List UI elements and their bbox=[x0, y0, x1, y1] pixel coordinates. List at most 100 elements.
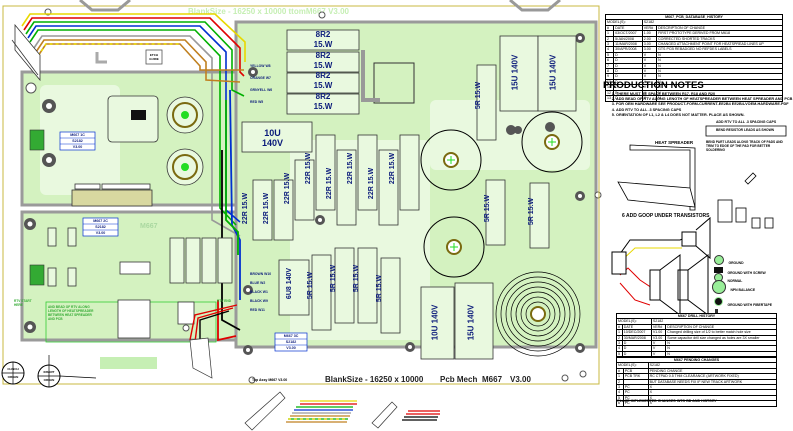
wire-label: ORANGE W7 bbox=[250, 76, 271, 80]
resistor-5r-1: 5R 15.W bbox=[307, 271, 315, 300]
info-line: V3.00 bbox=[72, 145, 83, 149]
resistor-5r-5: 5R 15.W bbox=[475, 81, 483, 110]
wire-labels-lower: BROWN W10 BLUE W2 BLACK W1 BLACK W9 RED … bbox=[250, 270, 271, 315]
table-cell: 12 bbox=[604, 89, 615, 97]
pcb-history-title: M667_PCB_DATABASE_HISTORY bbox=[605, 13, 783, 21]
production-note: ADD RTV TO ALL .3 SPACING CAPS bbox=[616, 108, 793, 113]
tube-sockets bbox=[107, 95, 204, 186]
capacitors-bottom bbox=[420, 282, 494, 360]
relay-outline bbox=[373, 62, 415, 104]
top-slot-left bbox=[79, 0, 131, 12]
resistor-8r2-group bbox=[286, 29, 360, 115]
production-notes-list: THERE MUST BE SPACE BETWEEN R17, R18 AND… bbox=[603, 92, 793, 118]
version: V3.00 bbox=[510, 375, 531, 384]
rtv-end: RTV END bbox=[217, 299, 232, 303]
svg-text:CLINCH: CLINCH bbox=[7, 367, 18, 371]
resistor-22r-5: 22R 15.W bbox=[326, 167, 334, 200]
svg-text:INSERT: INSERT bbox=[43, 370, 54, 374]
table-cell: GTS PCB REBADGED NO REFDES LABELS bbox=[656, 46, 783, 53]
l-marker bbox=[95, 52, 107, 64]
info-block-3 bbox=[274, 332, 308, 352]
capacitor-15u-2: 15U 140V bbox=[548, 54, 558, 91]
rtv-note-2: LENGTH OF HEATSPREADER bbox=[48, 309, 94, 313]
info-block-3-text: M667 3C S2182 V3.00 bbox=[275, 333, 307, 351]
pin-header bbox=[71, 183, 153, 207]
capacitor-6u8-label: 6U8 140V bbox=[286, 267, 294, 300]
table-cell: 1.00 bbox=[641, 30, 658, 37]
transistor-tab-2 bbox=[177, 301, 195, 325]
resistor-5r-group bbox=[311, 64, 550, 334]
wire-label: BLACK W9 bbox=[250, 299, 268, 303]
wire-label: BLUE W2 bbox=[250, 281, 266, 285]
info-line: V3.00 bbox=[286, 346, 296, 350]
capacitor-10u-bottom: 10U 140V bbox=[430, 304, 440, 341]
info-line: S2182 bbox=[95, 225, 106, 229]
pending-changes-table: M667 PENDING CHANGES MODEL(S):S2182 # PC… bbox=[616, 356, 778, 407]
rtv-note: AND BEAD OF RTV ALONG bbox=[48, 305, 90, 309]
table-cell: 3.00 bbox=[641, 46, 658, 53]
table-cell: 3.00 bbox=[641, 40, 658, 48]
table-cell: V bbox=[641, 95, 658, 102]
drill-history-table: M667 DRILL HISTORY MODEL(S):S2182 # DATE… bbox=[616, 312, 778, 363]
blank-size: BlankSize - 16250 x 10000 bbox=[325, 375, 424, 384]
resistor-leads-note: BEND RESISTOR LEADS AS SHOWN bbox=[716, 128, 775, 132]
resistor-22r-1: 22R 15.W bbox=[242, 192, 250, 225]
resistor-5r-2: 5R 15.W bbox=[330, 264, 338, 293]
resistor-22r-group bbox=[252, 134, 420, 241]
etch-guide-label: ETCH bbox=[150, 53, 158, 57]
capacitor-15u-bottom: 15U 140V bbox=[466, 304, 476, 341]
pending-changes-title: M667 PENDING CHANGES bbox=[616, 356, 777, 364]
wire-labels: YELLOW W8 ORANGE W7 GRNYELL W6 RED W5 bbox=[250, 60, 272, 108]
table-cell: 13 bbox=[604, 95, 615, 102]
side-connectors bbox=[29, 129, 45, 286]
capacitor-15u-1: 15U 140V bbox=[510, 54, 520, 91]
etch-guide-label-2: GUIDE bbox=[149, 57, 159, 61]
resistor-22r-7: 22R 15.W bbox=[368, 167, 376, 200]
pending-footnote: *PLACE IMPLEMENTED CHANGES INTO BD AND H… bbox=[616, 399, 717, 403]
rtv-caps-note: ADD RTV TO ALL .3 SPACING CAPS bbox=[716, 120, 777, 124]
legend-item: NPN BALANCE bbox=[712, 278, 755, 296]
resistor-22r-6: 22R 15.W bbox=[347, 152, 355, 185]
silk-m667: M667 bbox=[140, 223, 158, 230]
inductor-l3 bbox=[420, 129, 482, 191]
mirrored-title: BlankSize - 16250 x 10000 ttomM667 V3.00 bbox=[188, 7, 350, 16]
mounting-pads bbox=[24, 33, 585, 355]
speaker-wiring-drawing bbox=[611, 216, 711, 316]
connector-top-left bbox=[11, 23, 41, 82]
wire-label: RED W5 bbox=[250, 100, 264, 104]
info-line: M667 1C bbox=[70, 133, 85, 137]
rtv-start-2: HERE bbox=[14, 303, 23, 307]
inductor-l2 bbox=[423, 216, 485, 278]
resistor-22r-3: 22R 15.W bbox=[284, 172, 292, 205]
inductor-l1-spiral bbox=[495, 271, 581, 357]
info-block-2-text: M667 2C S2182 V3.00 bbox=[83, 218, 118, 236]
production-note: FOR OEM HARDWARE SEE PRODUCT-FORM-CURREN… bbox=[616, 102, 793, 107]
rtv-start: RTV START bbox=[14, 299, 32, 303]
wire-harness-top bbox=[21, 13, 246, 237]
resistor-5r-7: 5R 15.W bbox=[528, 197, 536, 226]
info-line: V3.00 bbox=[95, 231, 106, 235]
model: M667 bbox=[482, 375, 503, 384]
info-block-1 bbox=[59, 131, 96, 151]
wire-label: BROWN W10 bbox=[250, 272, 272, 276]
resistor-22r-2: 22R 15.W bbox=[263, 192, 271, 225]
capacitor-6u8 bbox=[278, 259, 310, 316]
bend-leads-note: BEND PART LEADS ALONG TRACK OF PADS AND … bbox=[706, 140, 783, 152]
production-note: THERE MUST BE SPACE BETWEEN R17, R18 AND… bbox=[616, 92, 793, 97]
legend-item: GROUND bbox=[714, 251, 744, 269]
insert-origin: INSERT ORIGIN bbox=[37, 355, 97, 388]
info-line: S2182 bbox=[285, 340, 297, 344]
info-line: M667 2C bbox=[93, 219, 108, 223]
table-cell: BUT DATABASE NEEDS FIX IF NEW TRACK ARTW… bbox=[647, 378, 778, 386]
relay-trace bbox=[361, 50, 380, 102]
svg-text:ORIGIN: ORIGIN bbox=[44, 378, 55, 382]
top-assy: Top Assy M667 V3.00 bbox=[252, 378, 287, 382]
